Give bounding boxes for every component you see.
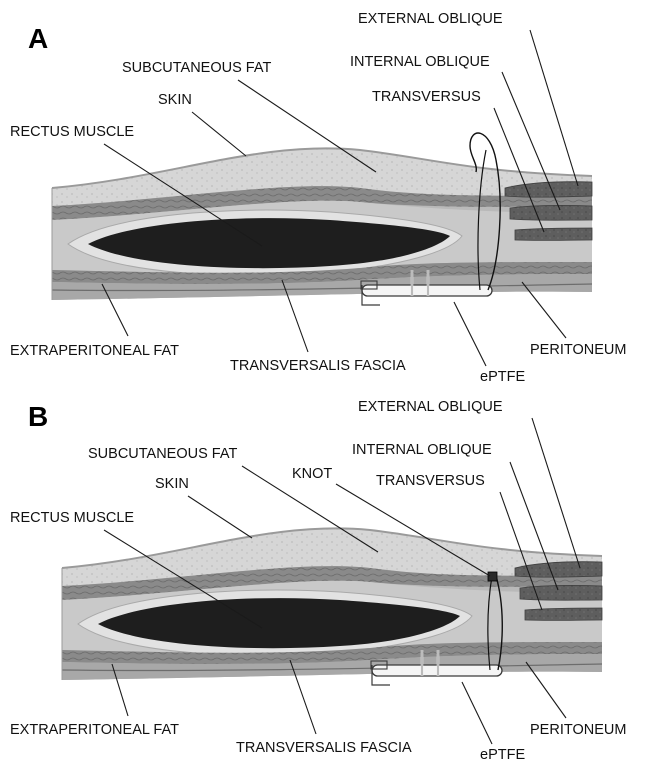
panel-b-label-extraperitoneal-fat: EXTRAPERITONEAL FAT [10, 722, 179, 738]
panel-a-label-extraperitoneal-fat: EXTRAPERITONEAL FAT [10, 343, 179, 359]
panel-b-letter: B [28, 401, 48, 432]
panel-b-knot [488, 572, 497, 581]
panel-a-leader-eptfe [454, 302, 486, 366]
panel-a-label-peritoneum: PERITONEUM [530, 342, 626, 358]
panel-a-leader-external-oblique [530, 30, 578, 186]
panel-b-label-peritoneum: PERITONEUM [530, 722, 626, 738]
panel-a-label-eptfe: ePTFE [480, 369, 525, 385]
panel-b-leader-eptfe [462, 682, 492, 744]
panel-b-leader-external-oblique [532, 418, 580, 568]
panel-a-label-skin: SKIN [158, 92, 192, 108]
panel-a-label-transversalis-fascia: TRANSVERSALIS FASCIA [230, 358, 406, 374]
panel-a-label-internal-oblique: INTERNAL OBLIQUE [350, 54, 490, 70]
panel-b-label-eptfe: ePTFE [480, 747, 525, 759]
panel-a-label-subcutaneous-fat: SUBCUTANEOUS FAT [122, 60, 271, 76]
panel-a-label-external-oblique: EXTERNAL OBLIQUE [358, 11, 503, 27]
panel-b-leader-skin [188, 496, 252, 538]
panel-a-label-rectus-muscle: RECTUS MUSCLE [10, 124, 134, 140]
panel-b-label-subcutaneous-fat: SUBCUTANEOUS FAT [88, 446, 237, 462]
panel-b-label-transversalis-fascia: TRANSVERSALIS FASCIA [236, 740, 412, 756]
panel-a-label-transversus: TRANSVERSUS [372, 89, 481, 105]
panel-a-letter: A [28, 23, 48, 54]
panel-b-label-external-oblique: EXTERNAL OBLIQUE [358, 399, 503, 415]
panel-a: A EXTERNAL OBLIQUE INTERNAL OBLIQUE TRAN… [10, 11, 626, 385]
panel-a-leader-skin [192, 112, 246, 156]
panel-b-label-rectus-muscle: RECTUS MUSCLE [10, 510, 134, 526]
panel-b-label-skin: SKIN [155, 476, 189, 492]
panel-b-label-internal-oblique: INTERNAL OBLIQUE [352, 442, 492, 458]
panel-b: B EXTERNAL OBLIQUE INTERNAL OBLIQUE TRAN… [10, 399, 626, 759]
panel-b-label-transversus: TRANSVERSUS [376, 473, 485, 489]
panel-b-label-knot: KNOT [292, 466, 332, 482]
panel-a-abdominal-wall [52, 148, 592, 300]
